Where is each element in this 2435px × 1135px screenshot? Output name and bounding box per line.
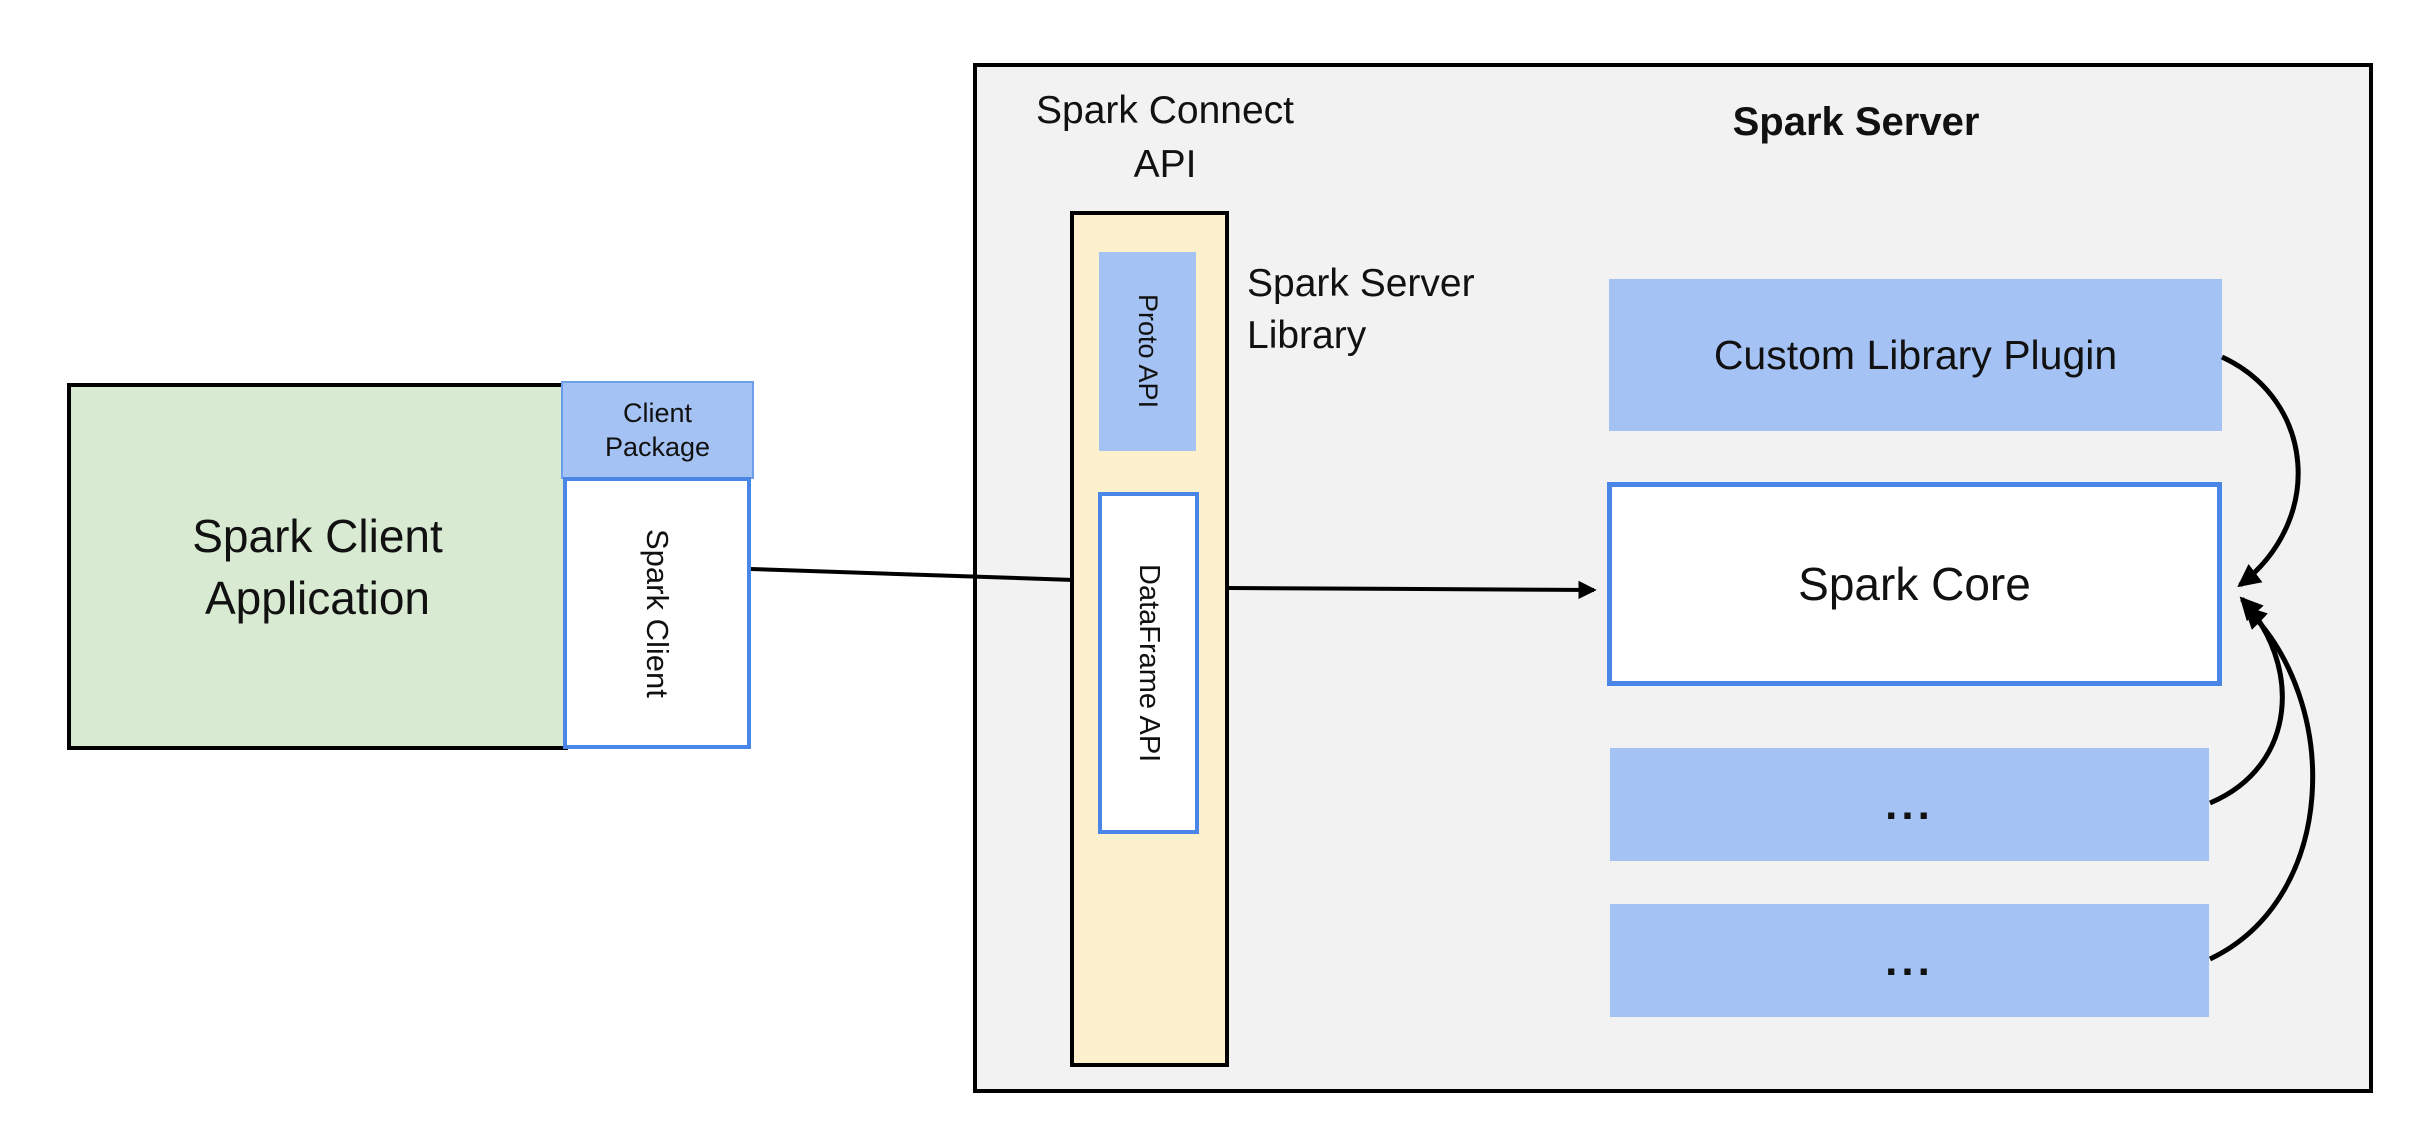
- module-box-1: ...: [1610, 748, 2209, 861]
- spark-connect-api-label: Spark Connect API: [1036, 89, 1294, 186]
- spark-client-box: Spark Client: [563, 477, 751, 749]
- spark-server-library-label: Spark Server Library: [1247, 262, 1475, 357]
- spark-core-box: Spark Core: [1607, 482, 2222, 686]
- module-box-2: ...: [1610, 904, 2209, 1017]
- proto-api-label: Proto API: [1133, 294, 1163, 409]
- client-package-box: Client Package: [561, 381, 754, 479]
- proto-api-box: Proto API: [1099, 252, 1196, 451]
- dataframe-api-label: DataFrame API: [1133, 563, 1165, 763]
- dataframe-api-box: DataFrame API: [1098, 492, 1199, 834]
- spark-server-title: Spark Server: [1732, 100, 1980, 144]
- custom-library-plugin-box: Custom Library Plugin: [1609, 279, 2222, 431]
- spark-client-application-box: Spark Client Application: [67, 383, 568, 750]
- spark-client-label: Spark Client: [640, 528, 675, 698]
